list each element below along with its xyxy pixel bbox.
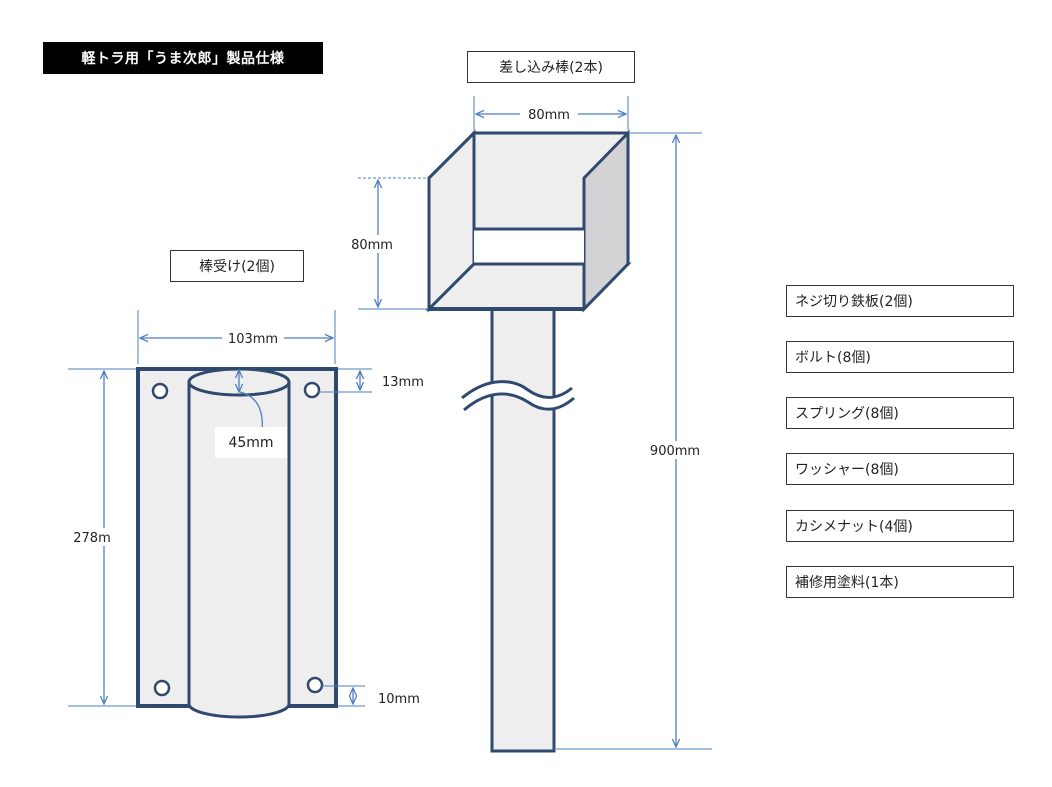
rod-holder-label: 棒受け(2個) bbox=[170, 250, 304, 282]
pipe-diameter-label: 45mm bbox=[215, 427, 287, 458]
rod-holder-bottom-margin-label: 10mm bbox=[378, 692, 420, 707]
bolt-hole bbox=[303, 381, 321, 399]
insert-rod-shaft bbox=[490, 306, 556, 753]
page-title: 軽トラ用「うま次郎」製品仕様 bbox=[43, 42, 323, 74]
rod-holder-width-label: 103mm bbox=[228, 332, 278, 347]
bolt-hole bbox=[306, 676, 324, 694]
parts-item: スプリング(8個) bbox=[786, 397, 1014, 429]
insert-rod-label: 差し込み棒(2本) bbox=[467, 51, 635, 83]
rod-holder-pipe bbox=[187, 382, 291, 719]
insert-rod-dimensions bbox=[346, 96, 712, 750]
bolt-hole bbox=[153, 679, 171, 697]
rod-holder-top-margin-label: 13mm bbox=[382, 375, 424, 390]
insert-rod-drawing bbox=[425, 129, 632, 753]
bolt-hole bbox=[151, 382, 169, 400]
rod-holder-height-label: 278m bbox=[73, 531, 110, 546]
insert-rod-width-label: 80mm bbox=[528, 108, 570, 123]
parts-item: ワッシャー(8個) bbox=[786, 453, 1014, 485]
parts-item: ネジ切り鉄板(2個) bbox=[786, 285, 1014, 317]
parts-item: ボルト(8個) bbox=[786, 341, 1014, 373]
insert-rod-length-label: 900mm bbox=[650, 444, 700, 459]
parts-item: 補修用塗料(1本) bbox=[786, 566, 1014, 598]
parts-item: カシメナット(4個) bbox=[786, 510, 1014, 542]
rod-holder-dimensions bbox=[68, 310, 372, 707]
rod-holder-drawing bbox=[136, 367, 338, 719]
insert-rod-height-label: 80mm bbox=[351, 238, 393, 253]
